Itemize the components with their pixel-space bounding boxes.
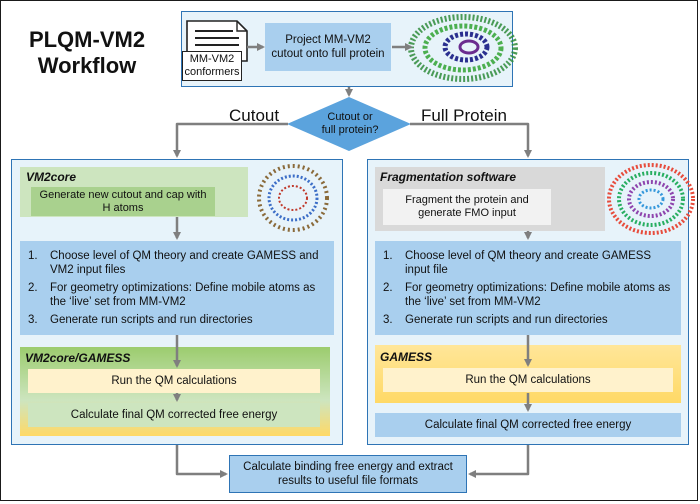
step-number: 1. <box>383 250 393 262</box>
doc-label-line-1: MM-VM2 <box>189 53 235 65</box>
arrow-left-to-final <box>175 445 228 478</box>
right-run-qm-box: Run the QM calculations <box>383 368 673 392</box>
left-step-2: 2. For geometry optimizations: Define mob… <box>28 281 326 309</box>
cap-h-atoms-box: Generate new cutout and cap with H atoms <box>31 187 215 216</box>
right-step-3: 3. Generate run scripts and run directori… <box>383 313 673 327</box>
left-step-1: 1. Choose level of QM theory and create G… <box>28 249 326 277</box>
step-number: 2. <box>28 282 38 294</box>
left-run-qm-box: Run the QM calculations <box>28 369 320 393</box>
step-text: Generate run scripts and run directories <box>405 314 608 326</box>
left-steps-box: 1. Choose level of QM theory and create G… <box>20 241 334 335</box>
arrow-decision-to-cutout <box>173 122 288 158</box>
binding-free-energy-box: Calculate binding free energy and extrac… <box>229 455 467 493</box>
cap-h-atoms-text: Generate new cutout and cap with H atoms <box>39 188 207 214</box>
vm2core-header: VM2core <box>26 170 77 184</box>
step-number: 1. <box>28 250 38 262</box>
project-cutout-text: Project MM-VM2 cutout onto full protein <box>271 34 385 60</box>
fragment-protein-box: Fragment the protein and generate FMO in… <box>383 189 551 225</box>
decision-text: Cutout or full protein? <box>321 111 379 136</box>
fragmentation-header: Fragmentation software <box>380 170 517 184</box>
left-calc-final-box: Calculate final QM corrected free energy <box>28 403 320 427</box>
arrow-decision-to-full <box>410 122 532 158</box>
step-number: 2. <box>383 282 393 294</box>
step-text: For geometry optimizations: Define mobil… <box>50 282 316 308</box>
right-calc-final-box: Calculate final QM corrected free energy <box>375 413 681 437</box>
right-step-1: 1. Choose level of QM theory and create G… <box>383 249 673 277</box>
doc-label-line-2: conformers <box>184 66 240 78</box>
title-line-2: Workflow <box>37 53 137 78</box>
diagram-title: PLQM-VM2 Workflow <box>11 27 163 79</box>
left-run-qm-text: Run the QM calculations <box>111 375 237 387</box>
title-line-1: PLQM-VM2 <box>28 27 146 52</box>
right-steps-box: 1. Choose level of QM theory and create G… <box>375 241 681 335</box>
left-steps-list: 1. Choose level of QM theory and create G… <box>28 249 326 327</box>
right-step-2: 2. For geometry optimizations: Define mob… <box>383 281 673 309</box>
step-text: Choose level of QM theory and create GAM… <box>50 250 319 276</box>
step-number: 3. <box>28 314 38 326</box>
step-number: 3. <box>383 314 393 326</box>
arrow-right-to-final <box>468 445 530 478</box>
left-step-3: 3. Generate run scripts and run directori… <box>28 313 326 327</box>
step-text: Choose level of QM theory and create GAM… <box>405 250 652 276</box>
fragment-protein-text: Fragment the protein and generate FMO in… <box>405 194 529 219</box>
branch-label-full-protein: Full Protein <box>421 106 507 125</box>
mm-vm2-conformers-label: MM-VM2 conformers <box>182 51 242 81</box>
right-calc-final-text: Calculate final QM corrected free energy <box>424 419 632 431</box>
project-cutout-box: Project MM-VM2 cutout onto full protein <box>265 23 391 71</box>
step-text: For geometry optimizations: Define mobil… <box>405 282 671 308</box>
right-run-qm-text: Run the QM calculations <box>465 374 591 386</box>
right-steps-list: 1. Choose level of QM theory and create G… <box>383 249 673 327</box>
vm2core-gamess-header: VM2core/GAMESS <box>25 351 131 365</box>
left-calc-final-text: Calculate final QM corrected free energy <box>70 409 278 421</box>
step-text: Generate run scripts and run directories <box>50 314 253 326</box>
binding-free-energy-text: Calculate binding free energy and extrac… <box>243 461 453 487</box>
branch-label-cutout: Cutout <box>229 106 280 125</box>
gamess-header: GAMESS <box>380 350 433 364</box>
